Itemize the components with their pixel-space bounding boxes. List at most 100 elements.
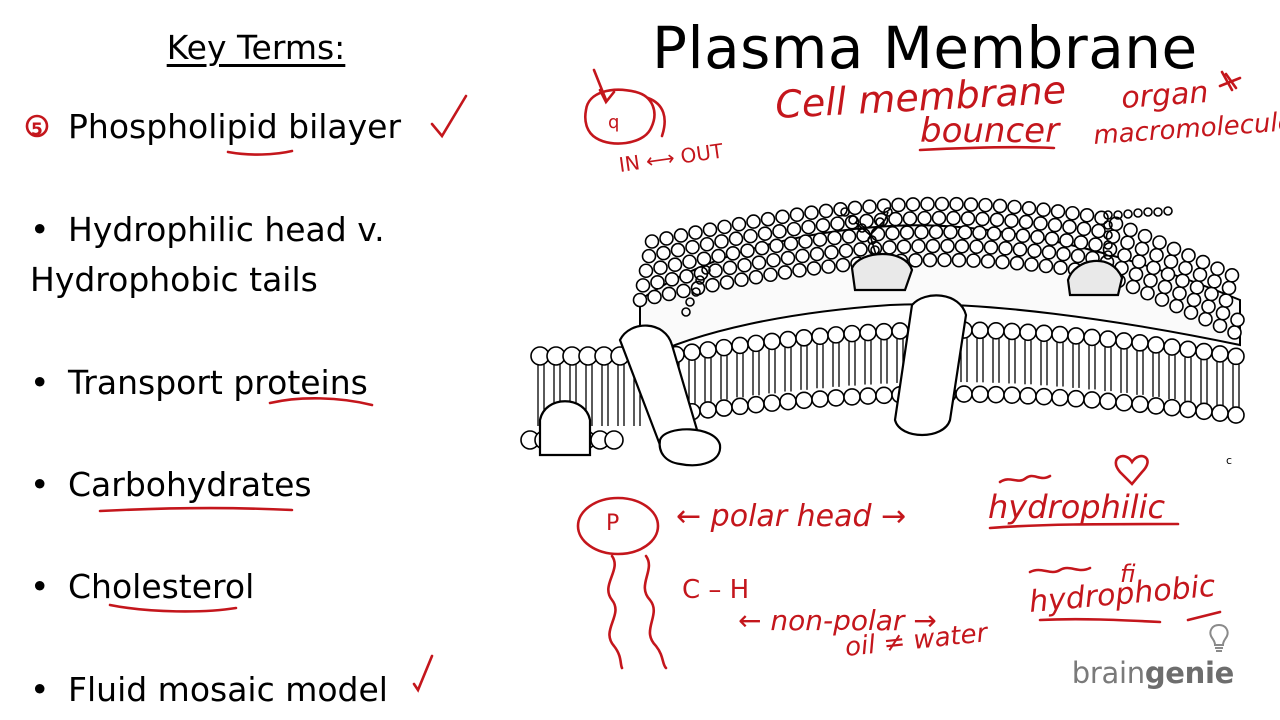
phospholipid-head <box>928 224 944 240</box>
phospholipid-head <box>743 228 758 244</box>
phospholipid-head <box>908 253 923 268</box>
phospholipid-head <box>1073 235 1089 250</box>
phospholipid-head <box>995 254 1010 270</box>
phospholipid-head <box>917 210 932 226</box>
phospholipid-head <box>659 231 674 246</box>
phospholipid-head <box>1024 257 1039 272</box>
phospholipid-head <box>1224 268 1240 283</box>
phospholipid-head <box>708 263 723 278</box>
phospholipid-head <box>711 248 726 264</box>
phospholipid-head <box>661 286 677 302</box>
underline-cholesterol <box>108 603 238 613</box>
lightbulb-icon <box>1209 623 1229 652</box>
key-terms-panel: Key Terms: Phospholipid bilayer •Hydroph… <box>0 0 500 720</box>
phospholipid-head <box>685 239 700 255</box>
phospholipid-head <box>1227 406 1245 424</box>
term-phospholipid-bilayer: Phospholipid bilayer <box>30 102 401 152</box>
phospholipid-head <box>1007 199 1022 215</box>
phospholipid-head <box>1091 223 1106 239</box>
phospholipid-head <box>777 265 793 280</box>
phospholipid-head <box>638 263 654 279</box>
phospholipid-head <box>792 263 807 278</box>
key-terms-heading: Key Terms: <box>166 28 346 67</box>
underline-lipid <box>226 149 294 156</box>
phospholipid-head <box>728 231 744 247</box>
underline-hydrophilic <box>988 522 1180 530</box>
phospholipid-head <box>1181 248 1196 263</box>
phospholipid-head <box>757 226 773 241</box>
phospholipid-head <box>635 278 651 293</box>
phospholipid-head <box>891 197 906 213</box>
phospholipid-head <box>751 255 767 270</box>
phospholipid-head <box>986 226 1002 241</box>
phospholipid-head <box>763 267 778 283</box>
phospholipid-head <box>943 224 958 240</box>
phospholipid-head <box>1059 233 1074 248</box>
term-text: Carbohydrates <box>68 465 312 504</box>
phospholipid-head <box>809 246 825 262</box>
phospholipid-head <box>696 251 712 267</box>
page-title: Plasma Membrane <box>652 14 1198 82</box>
phospholipid-head <box>1001 227 1016 242</box>
phospholipid-head <box>806 261 822 276</box>
phospholipid-head <box>888 211 903 227</box>
phospholipid-head <box>1230 312 1245 328</box>
phospholipid-head <box>920 196 935 212</box>
phospholipid-head <box>748 269 764 285</box>
underline-carbohydrates <box>98 506 294 513</box>
phospholipid-head <box>963 197 979 212</box>
check-mark-1 <box>430 94 468 139</box>
phospholipid-head <box>604 430 624 450</box>
phospholipid-head <box>992 198 1008 214</box>
phospholipid-head <box>722 260 738 276</box>
phospholipid-head <box>1195 254 1211 270</box>
term-text: Transport proteins <box>68 363 368 402</box>
phospholipid-head <box>1056 246 1071 262</box>
phospholipid-head <box>1038 258 1054 274</box>
phospholipid-head <box>702 222 718 237</box>
term-fluid-mosaic-model: •Fluid mosaic model <box>30 665 388 715</box>
phospholipid-head <box>650 275 665 290</box>
phospholipid-head <box>1079 207 1095 223</box>
phospholipid-head <box>1108 216 1124 232</box>
underline-hydrophobic <box>1038 617 1162 624</box>
phospholipid-head <box>1166 241 1182 257</box>
phospholipid-head <box>899 225 915 240</box>
phospholipid-head <box>914 224 929 240</box>
fi-note: fi <box>1120 560 1136 588</box>
phospholipid-head <box>754 240 770 256</box>
phospholipid-head <box>699 236 715 252</box>
phospholipid-head <box>1044 231 1060 246</box>
bouncer-note: bouncer <box>920 111 1061 151</box>
phospholipid-head <box>731 216 747 232</box>
phospholipid-head <box>1004 213 1019 229</box>
phospholipid-head <box>978 197 993 213</box>
phospholipid-head <box>1210 261 1225 276</box>
phospholipid-head <box>760 211 776 227</box>
phospholipid-head <box>1021 200 1037 216</box>
term-carbohydrates: •Carbohydrates <box>30 460 312 510</box>
phospholipid-head <box>795 248 810 264</box>
check-mark-2 <box>412 654 434 693</box>
phospholipid-head <box>969 239 984 255</box>
organ-note: organ <box>1120 75 1209 116</box>
phospholipid-head <box>896 239 912 255</box>
phospholipid-head <box>801 219 816 235</box>
number-badge-ring <box>25 114 49 138</box>
phospholipid-head <box>983 240 999 255</box>
macromolecules-note: macromolecules <box>1092 106 1280 151</box>
phospholipid-head <box>998 241 1013 256</box>
polar-head-note: ← polar head → <box>676 499 906 534</box>
phospholipid-head <box>815 217 831 233</box>
phospholipid-head <box>717 219 732 235</box>
term-hydrophobic-tails: Hydrophobic tails <box>30 255 318 305</box>
phospholipid-head <box>949 196 964 212</box>
phospholipid-head <box>812 232 828 247</box>
phospholipid-head <box>780 250 796 266</box>
phospholipid-head <box>975 211 990 227</box>
heart-doodle <box>1114 454 1149 486</box>
phospholipid-head <box>1227 347 1245 366</box>
term-text: Hydrophilic head v. <box>68 210 385 249</box>
phospholipid-head <box>824 244 839 260</box>
p-label: P <box>606 511 619 536</box>
